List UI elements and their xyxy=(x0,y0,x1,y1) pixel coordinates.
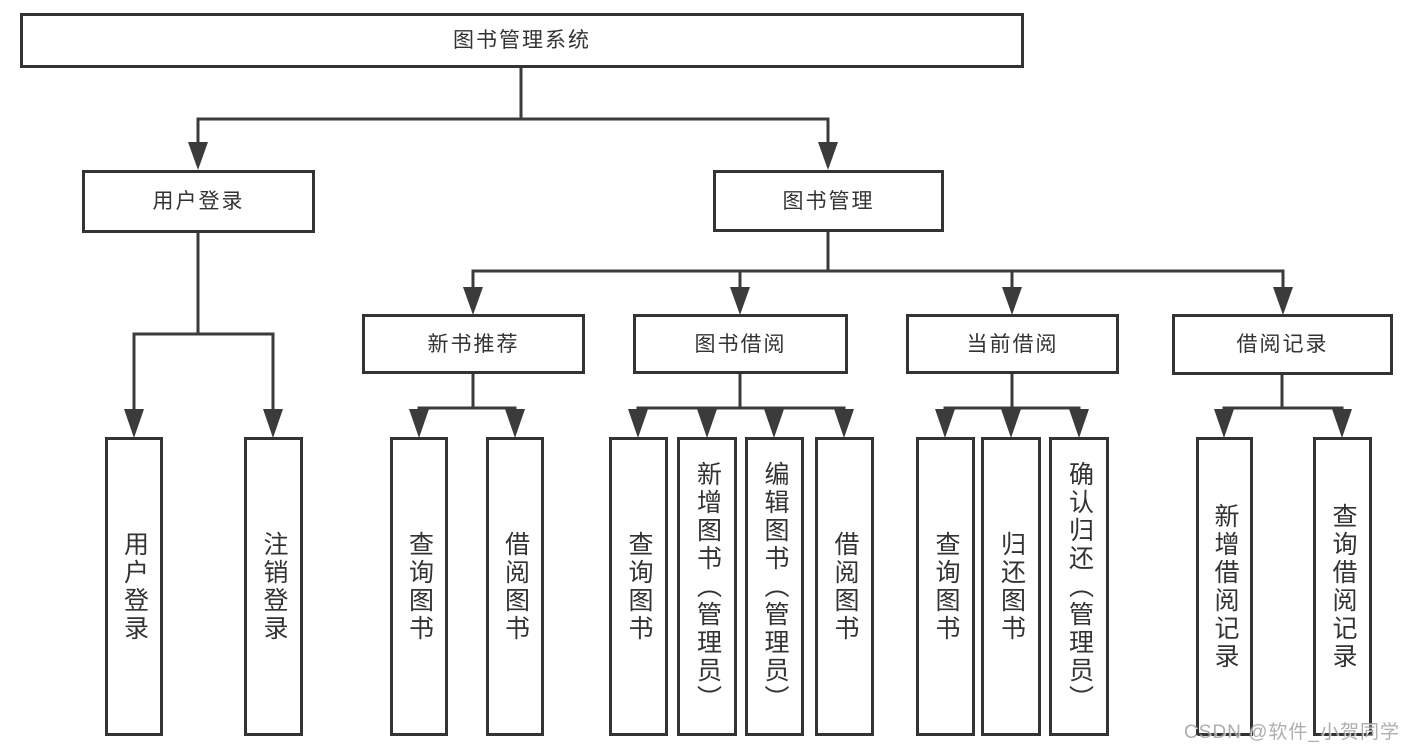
node-br-query-record: 查询借阅记录 xyxy=(1313,437,1372,736)
node-bb-edit-book-admin: 编辑图书（管理员） xyxy=(745,437,804,736)
node-cb-confirm-return-admin: 确认归还（管理员） xyxy=(1049,437,1109,736)
node-current-borrow: 当前借阅 xyxy=(906,314,1119,374)
node-bb-borrow-book: 借阅图书 xyxy=(815,437,874,736)
node-borrow-record: 借阅记录 xyxy=(1172,314,1393,375)
node-new-book-recommend: 新书推荐 xyxy=(362,314,585,374)
node-cb-query-book: 查询图书 xyxy=(916,437,975,736)
node-user-login: 用户登录 xyxy=(82,170,315,233)
node-library-system: 图书管理系统 xyxy=(20,13,1024,68)
node-br-add-record: 新增借阅记录 xyxy=(1196,437,1253,736)
node-bb-add-book-admin: 新增图书（管理员） xyxy=(677,437,737,736)
node-logout: 注销登录 xyxy=(244,437,303,736)
node-rec-borrow-book: 借阅图书 xyxy=(486,437,544,736)
node-book-borrow: 图书借阅 xyxy=(633,314,848,374)
csdn-watermark: CSDN @软件_小贺同学 xyxy=(1184,722,1400,743)
node-login: 用户登录 xyxy=(105,437,163,736)
node-book-management: 图书管理 xyxy=(713,170,944,232)
node-rec-query-book: 查询图书 xyxy=(390,437,448,736)
node-cb-return-book: 归还图书 xyxy=(981,437,1041,736)
node-bb-query-book: 查询图书 xyxy=(609,437,668,736)
